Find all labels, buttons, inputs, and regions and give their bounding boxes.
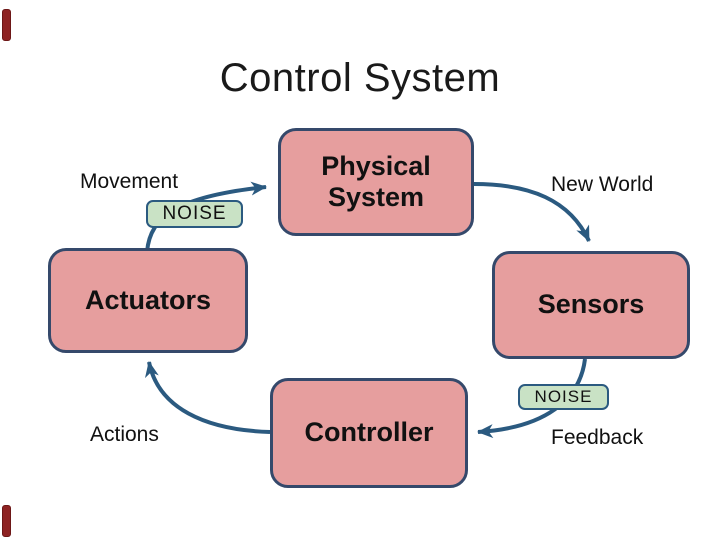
node-sensors: Sensors <box>492 251 690 359</box>
label-new-world: New World <box>551 173 654 196</box>
label-movement: Movement <box>80 170 179 193</box>
node-physical-system-label-line2: System <box>327 182 425 212</box>
node-controller: Controller <box>270 378 468 488</box>
node-controller-label: Controller <box>304 417 434 448</box>
arrow-physical-to-sensors <box>473 182 591 242</box>
node-physical-system-label-line1: Physical <box>321 150 431 181</box>
corner-mark-bottom <box>2 505 11 537</box>
node-actuators-label: Actuators <box>84 284 212 315</box>
label-actions: Actions <box>90 423 159 446</box>
arrow-controller-to-actuators <box>145 361 271 434</box>
slide-title: Control System <box>219 56 501 100</box>
node-sensors-label: Sensors <box>537 289 645 320</box>
label-feedback: Feedback <box>551 426 644 449</box>
node-actuators: Actuators <box>48 248 248 353</box>
noise-badge-top: NOISE <box>146 200 243 228</box>
corner-mark-top <box>2 9 11 41</box>
node-physical-system: Physical System <box>278 128 474 236</box>
noise-badge-bottom: NOISE <box>518 384 609 410</box>
